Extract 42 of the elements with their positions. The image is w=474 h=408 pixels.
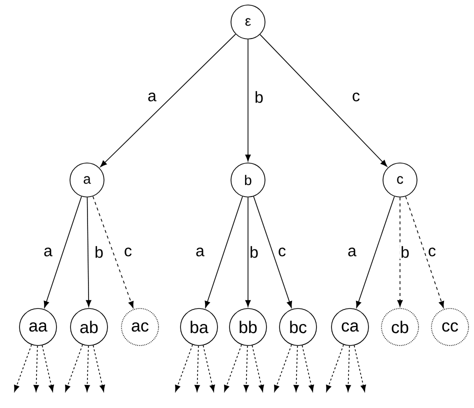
edge-label: a bbox=[146, 92, 158, 102]
arrow bbox=[14, 344, 32, 392]
arrow bbox=[274, 344, 292, 392]
arrow bbox=[224, 344, 242, 392]
edge-label: c bbox=[123, 246, 133, 258]
edge-label: b bbox=[94, 245, 104, 259]
arrow bbox=[34, 346, 39, 392]
arrow bbox=[204, 196, 243, 308]
arrow bbox=[92, 196, 134, 308]
arrow bbox=[326, 344, 344, 392]
arrow bbox=[397, 197, 403, 307]
arrow bbox=[44, 196, 82, 308]
arrow bbox=[356, 196, 395, 308]
arrow bbox=[65, 344, 83, 392]
edge-label: c bbox=[427, 246, 437, 258]
arrow bbox=[244, 346, 249, 392]
arrow bbox=[100, 34, 236, 168]
edge-label: b bbox=[254, 90, 264, 104]
arrow bbox=[260, 34, 388, 167]
arrow bbox=[253, 196, 292, 308]
arrow bbox=[405, 196, 444, 308]
arrow bbox=[252, 345, 264, 392]
edge-label: c bbox=[277, 246, 287, 258]
arrow bbox=[346, 346, 351, 392]
arrow bbox=[194, 346, 200, 392]
arrow bbox=[92, 345, 105, 392]
edge-label: a bbox=[346, 246, 358, 258]
edge-label: b bbox=[400, 245, 410, 259]
arrow bbox=[84, 346, 90, 392]
edge-label: c bbox=[351, 92, 361, 102]
arrow bbox=[294, 346, 299, 392]
edge-label: a bbox=[194, 246, 206, 258]
arrow bbox=[354, 345, 366, 392]
arrow bbox=[302, 345, 314, 392]
arrow bbox=[245, 39, 251, 162]
edge-label: a bbox=[42, 246, 54, 258]
arrow bbox=[42, 345, 54, 392]
arrow bbox=[245, 197, 251, 307]
edge-label: b bbox=[248, 245, 260, 259]
arrow bbox=[202, 345, 215, 392]
arrow bbox=[86, 197, 92, 307]
arrow bbox=[175, 344, 193, 392]
